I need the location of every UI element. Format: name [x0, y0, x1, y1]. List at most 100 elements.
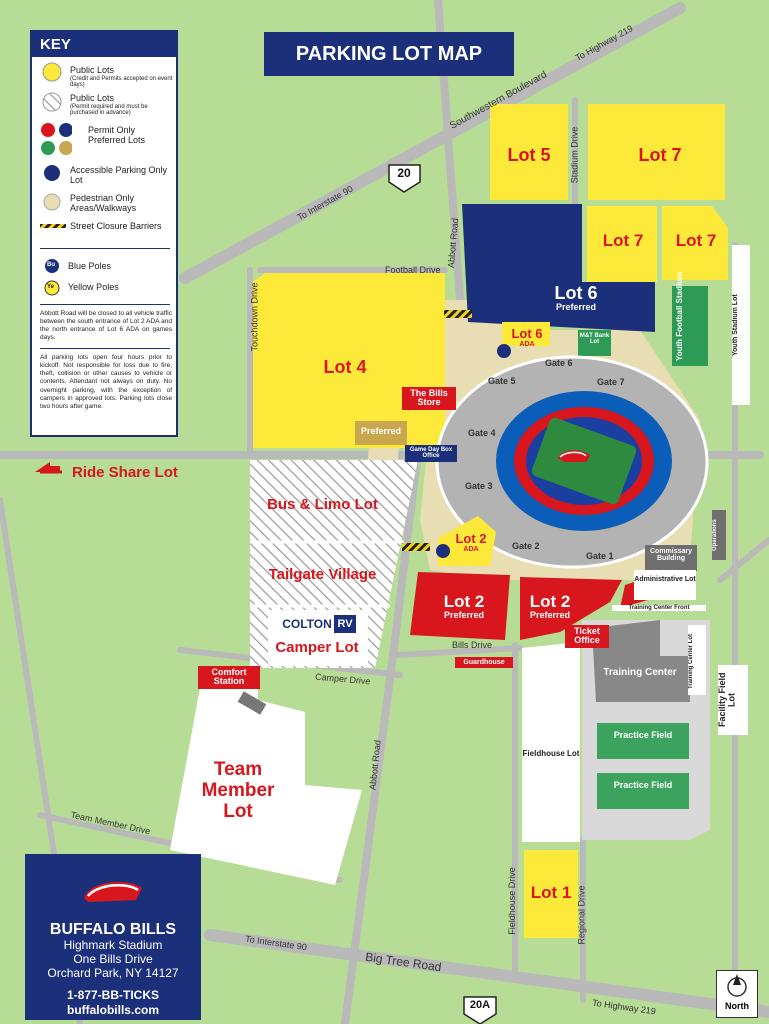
lot6-ada-area	[502, 322, 550, 346]
accessible-swatch	[44, 165, 60, 181]
gate-7-label: Gate 7	[597, 377, 625, 387]
lot2-ada-title: Lot 2	[455, 531, 487, 546]
lot7-east-label: Lot 7	[675, 231, 717, 250]
administrative-lot-label: Administrative Lot	[634, 576, 696, 583]
blue-poles-badge: Bu	[47, 262, 55, 268]
lot4-area	[253, 273, 445, 448]
brand-phone: 1-877-BB-TICKS	[66, 988, 159, 1003]
fieldhouse-drive-label: Fieldhouse Drive	[506, 867, 517, 935]
barrier-swatch	[40, 224, 66, 228]
lot6-sub: Preferred	[555, 301, 597, 312]
legend-key: KEY Public Lots (Credit and Permits accep…	[30, 30, 178, 437]
public-lot-swatch	[42, 62, 62, 82]
east-connector	[717, 537, 769, 583]
fieldhouse-lot-area	[522, 642, 580, 842]
youth-stadium-lot-area	[732, 245, 750, 405]
permit-swatch	[59, 123, 72, 137]
route-20a-shield	[463, 996, 497, 1024]
lot2-preferred-west-area	[410, 572, 510, 640]
colton-rv-logo: RV	[334, 615, 356, 633]
lot2-ada-sub: ADA	[463, 545, 479, 553]
lot2-ada-area	[438, 516, 496, 566]
lot2-west-title: Lot 2	[443, 592, 485, 611]
big-tree-road	[204, 929, 769, 1018]
comfort-station-tag: Comfort Station	[198, 666, 260, 689]
bills-logo-icon	[84, 882, 142, 902]
brand-city: Orchard Park, NY 14127	[47, 965, 179, 980]
training-center-lot-label: Training Center Lot	[688, 633, 694, 689]
key-pedestrian: Pedestrian Only Areas/Walkways	[70, 193, 137, 213]
operations-label: Operations	[712, 519, 718, 551]
lot6-ada-title: Lot 6	[511, 326, 543, 341]
lot5-label: Lot 5	[507, 145, 551, 165]
facility-field-lot-label: Facility Field Lot	[717, 672, 737, 728]
team-member-lot-label: Team Member Lot	[201, 759, 275, 822]
lot7-mid-label: Lot 7	[602, 231, 644, 250]
brand-street: One Bills Drive	[73, 951, 153, 966]
training-center-front-label: Training Center Front	[612, 605, 706, 612]
key-hatched-lots: Public Lots	[70, 93, 115, 103]
training-center-label: Training Center	[603, 667, 677, 678]
street-closure-barrier-north	[444, 310, 472, 318]
lot7-north-label: Lot 7	[638, 145, 682, 165]
youth-football-stadium-area	[672, 286, 708, 366]
colton-logo: COLTON	[282, 617, 332, 631]
map-title: PARKING LOT MAP	[264, 32, 514, 76]
preferred-gold-area	[355, 421, 407, 445]
accessible-icon-lot2	[436, 544, 450, 558]
team-member-lot-area	[170, 688, 362, 885]
commissary-label: Commissary Building	[649, 548, 693, 563]
gate-6-label: Gate 6	[545, 358, 573, 368]
game-day-box-office-tag: Game Day Box Office	[405, 445, 457, 462]
practice-field-2-area	[597, 773, 689, 809]
street-closure-barrier-south	[402, 543, 430, 551]
brand-website: buffalobills.com	[66, 1002, 159, 1017]
key-hatched-lots-note: (Permit required and must be purchased i…	[70, 103, 148, 117]
preferred-label: Preferred	[360, 426, 402, 436]
facility-field-lot-area	[718, 665, 748, 735]
bills-logo-field	[558, 450, 590, 462]
stadium-drive-label: Stadium Drive	[569, 126, 580, 184]
bills-drive-label: Bills Drive	[452, 640, 493, 650]
legend-swatches	[40, 62, 72, 228]
tailgate-label: Tailgate Village	[268, 566, 377, 583]
bills-drive	[395, 645, 523, 658]
lot1-label: Lot 1	[530, 883, 572, 902]
commissary-building	[645, 545, 697, 571]
ride-share-label: Ride Share Lot	[72, 464, 178, 481]
brand-name: BUFFALO BILLS	[49, 921, 177, 938]
lot6-ada-sub: ADA	[519, 340, 535, 348]
gate-3-label: Gate 3	[465, 481, 493, 491]
lot2-east-sub: Preferred	[529, 609, 571, 620]
touchdown-drive-label: Touchdown Drive	[249, 282, 260, 352]
key-preferred-lots: Preferred Lots	[88, 134, 146, 145]
brand-stadium: Highmark Stadium	[63, 938, 163, 952]
bus-limo-label: Bus & Limo Lot	[267, 496, 378, 513]
key-street-closure: Street Closure Barriers	[70, 221, 162, 231]
guardhouse-tag: Guardhouse	[455, 657, 513, 669]
north-label: North	[725, 1001, 749, 1011]
ticket-office-tag: Ticket Office	[565, 625, 609, 648]
key-heading: KEY	[32, 32, 176, 57]
lot7-north-area	[588, 104, 725, 200]
practice-field-1-label: Practice Field	[613, 730, 673, 740]
lot7-mid-area	[587, 206, 657, 282]
key-note-lots: All parking lots open four hours prior t…	[40, 354, 172, 410]
gate-1-label: Gate 1	[586, 551, 614, 561]
lot1-area	[524, 850, 578, 938]
regional-drive-label: Regional Drive	[576, 885, 587, 945]
southwestern-boulevard	[179, 2, 686, 284]
lot2-preferred-east-area	[520, 577, 622, 640]
compass-icon	[727, 974, 747, 997]
route-20-shield	[388, 164, 421, 193]
hatched-lot-swatch	[42, 92, 62, 112]
key-public-lots-note: (Credit and Permits accepted on event da…	[70, 75, 173, 89]
route-20-label: 20	[397, 166, 411, 180]
practice-field-2-label: Practice Field	[613, 780, 673, 790]
